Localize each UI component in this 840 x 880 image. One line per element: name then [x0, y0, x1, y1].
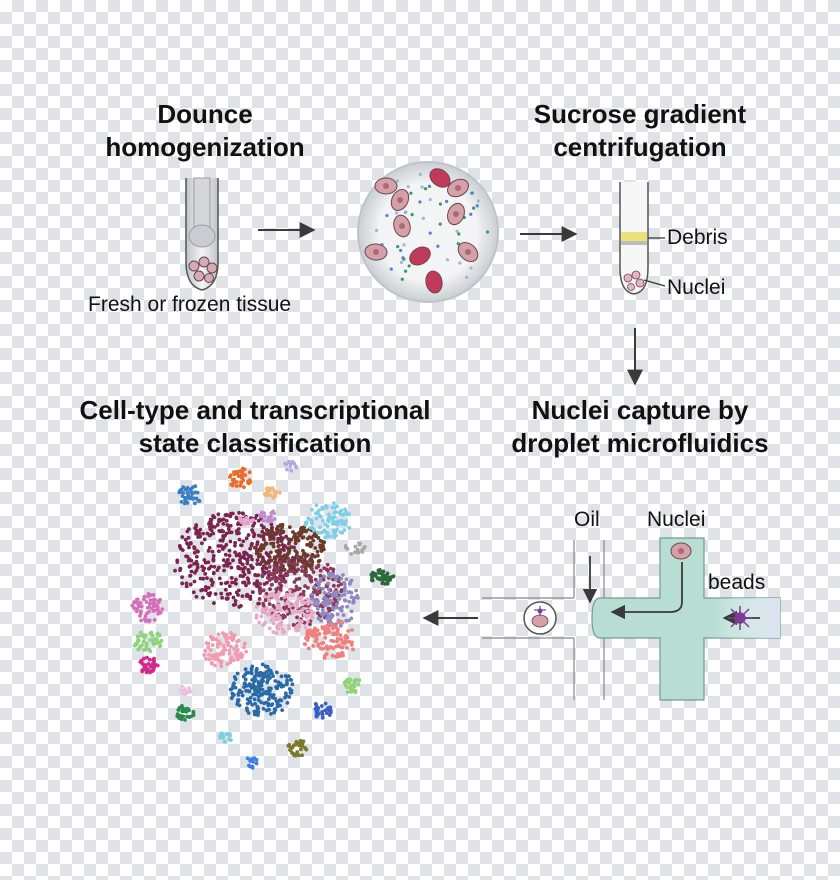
label-beads: beads	[708, 571, 766, 594]
title-capture: Nuclei capture by droplet microfluidics	[480, 394, 800, 460]
flow-arrows	[258, 222, 643, 626]
label-nuclei-gradient: Nuclei	[667, 276, 726, 299]
label-nuclei-capture: Nuclei	[647, 508, 706, 531]
bead-icon	[728, 606, 752, 630]
title-capture-line2: droplet microfluidics	[511, 428, 769, 458]
title-dounce-line1: Dounce	[157, 99, 253, 129]
nucleus-in-channel	[670, 542, 692, 560]
title-classify-line1: Cell-type and transcriptional	[79, 395, 431, 425]
pointer-nuclei	[643, 279, 666, 287]
label-oil: Oil	[574, 508, 600, 531]
centrifuge-tube-icon	[619, 182, 666, 295]
dounce-tube-icon	[185, 177, 219, 291]
title-capture-line1: Nuclei capture by	[531, 395, 749, 425]
droplet-icon	[523, 601, 557, 635]
title-classify-line2: state classification	[138, 428, 372, 458]
caption-tissue: Fresh or frozen tissue	[88, 293, 292, 316]
title-classify: Cell-type and transcriptional state clas…	[40, 394, 470, 460]
title-sucrose: Sucrose gradient centrifugation	[490, 98, 790, 164]
label-debris: Debris	[667, 226, 728, 249]
microfluidic-chip	[482, 537, 781, 701]
title-sucrose-line1: Sucrose gradient	[533, 99, 747, 129]
tissue-lysate-icon	[357, 161, 499, 303]
title-sucrose-line2: centrifugation	[553, 132, 727, 162]
tsne-plot-icon	[130, 459, 396, 770]
title-dounce-line2: homogenization	[105, 132, 305, 162]
title-dounce: Dounce homogenization	[60, 98, 350, 164]
